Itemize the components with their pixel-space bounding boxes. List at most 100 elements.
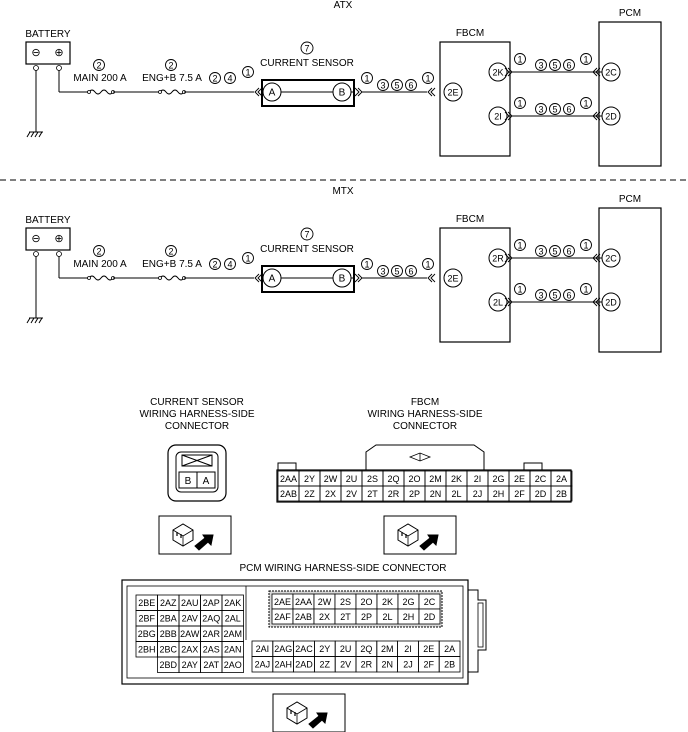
atx-wire-a-end-ring <box>242 66 254 78</box>
atx-plug <box>504 111 510 121</box>
pcm-pin-2AT: 2AT <box>203 660 219 670</box>
mtx-sensor-num: 7 <box>304 229 309 239</box>
fbcm-pin-2D: 2D <box>535 489 547 499</box>
atx-sensor-num: 7 <box>304 43 309 53</box>
mtx-wire-1-1: 3 <box>538 290 543 300</box>
fbcm-view-icon-plug-body <box>397 523 419 547</box>
atx-wire-b-end: 1 <box>425 73 430 83</box>
atx-plug <box>504 67 510 77</box>
atx-wire-b-start: 1 <box>364 73 369 83</box>
fbcm-pin-2N: 2N <box>430 489 442 499</box>
atx-plug <box>592 67 598 77</box>
mtx-plug <box>254 273 260 283</box>
pcm-pin-2J: 2J <box>403 660 413 670</box>
ground-hatch <box>30 131 35 138</box>
atx-pcm-pin-1: 2D <box>605 112 617 122</box>
atx-wire-b-2-ring <box>405 79 417 91</box>
atx-wire-1-2: 5 <box>552 104 557 114</box>
mtx-sensor-num-ring <box>300 227 314 241</box>
mtx-battery-term <box>33 251 39 257</box>
atx-wire-b-start-ring <box>361 72 373 84</box>
atx-wire-1-4: 1 <box>583 98 588 108</box>
pcm-pin-2BE: 2BE <box>138 598 155 608</box>
atx-fbcm-label: FBCM <box>456 28 484 39</box>
cs-connector-body <box>167 444 227 502</box>
mtx-fuse1-end <box>87 276 91 280</box>
ground-hatch <box>30 317 35 324</box>
cs-view-icon-plug-edge <box>172 529 194 546</box>
atx-fuse2-label: ENG+B 7.5 A <box>142 73 202 84</box>
cs-connector-title-0: CURRENT SENSOR <box>150 397 244 408</box>
atx-fbcm-box <box>439 41 511 157</box>
atx-wire-0-4-ring <box>580 53 592 65</box>
pcm-pin-2H: 2H <box>403 612 415 622</box>
atx-wire-1-3: 6 <box>566 104 571 114</box>
mtx-wire-b-0-ring <box>377 265 389 277</box>
fbcm-view-icon-plug-pins <box>401 532 407 538</box>
atx-battery-term <box>33 65 39 71</box>
atx-plug <box>592 111 598 121</box>
atx-title: ATX <box>334 0 353 11</box>
atx-plug <box>430 87 436 97</box>
pcm-view-icon-plug-pins <box>290 710 296 716</box>
mtx-battery <box>25 227 71 251</box>
mtx-fbcm-box <box>439 227 511 343</box>
mtx-sensor-box <box>261 265 355 293</box>
cs-view-icon-arrow <box>194 534 214 551</box>
atx-wire-1-4-ring <box>580 97 592 109</box>
atx-wire-a-1-ring <box>224 72 236 84</box>
atx-fbcm-out-ring <box>488 106 508 126</box>
mtx-fbcm-in-ring <box>443 268 463 288</box>
mtx-pcm-pin-1: 2D <box>605 298 617 308</box>
pcm-pin-2AI: 2AI <box>256 644 270 654</box>
mtx-wire-1-0-ring <box>514 283 526 295</box>
mtx-wire-0-2-ring <box>549 245 561 257</box>
pcm-pin-2AO: 2AO <box>224 660 242 670</box>
mtx-wire-a-1: 4 <box>227 259 232 269</box>
atx-fbcm-out-0: 2K <box>492 68 503 78</box>
atx-wire-0-1: 3 <box>538 60 543 70</box>
mtx-wire-b-2-ring <box>405 265 417 277</box>
pcm-pin-2AM: 2AM <box>223 629 242 639</box>
atx-wire-0-3-ring <box>563 59 575 71</box>
atx-plug <box>254 87 260 97</box>
mtx-pin-a-ring <box>262 268 282 288</box>
atx-plug <box>427 87 433 97</box>
fbcm-pin-2C: 2C <box>535 474 547 484</box>
mtx-plug <box>504 297 510 307</box>
fbcm-connector-key <box>277 462 543 470</box>
pcm-pin-2AZ: 2AZ <box>160 598 177 608</box>
pcm-pin-2Q: 2Q <box>360 644 372 654</box>
atx-wire-b-1: 5 <box>394 80 399 90</box>
pcm-pin-2AY: 2AY <box>182 660 198 670</box>
mtx-wire-a-1-ring <box>224 258 236 270</box>
pcm-pin-2X: 2X <box>319 612 330 622</box>
pcm-pin-2M: 2M <box>381 644 394 654</box>
pcm-pin-2AH: 2AH <box>274 660 292 670</box>
atx-sensor-num-ring <box>300 41 314 55</box>
atx-fuse2-num-ring <box>165 59 177 71</box>
mtx-fuse2-end <box>158 276 162 280</box>
atx-pcm-box <box>598 21 662 167</box>
fbcm-pin-2R: 2R <box>388 489 400 499</box>
pcm-pin-2U: 2U <box>340 644 352 654</box>
pcm-pin-2V: 2V <box>340 660 351 670</box>
mtx-plug <box>430 273 436 283</box>
atx-sensor-box <box>261 79 355 107</box>
atx-wire-a-0: 2 <box>212 73 217 83</box>
ground-hatch <box>26 317 31 324</box>
pcm-pin-2C: 2C <box>424 597 436 607</box>
pcm-pin-2AV: 2AV <box>182 614 198 624</box>
pcm-pin-2AD: 2AD <box>295 660 313 670</box>
mtx-wire-1-4: 1 <box>583 284 588 294</box>
mtx-wire-0-2: 5 <box>552 246 557 256</box>
atx-fuse1-num: 2 <box>96 60 101 70</box>
pcm-connector-title: PCM WIRING HARNESS-SIDE CONNECTOR <box>239 563 446 574</box>
atx-pin-b-ring <box>332 82 352 102</box>
mtx-fbcm-out-1: 2L <box>493 298 503 308</box>
pcm-pin-2AE: 2AE <box>274 597 291 607</box>
fbcm-connector-title-0: FBCM <box>411 397 439 408</box>
mtx-fuse1-num: 2 <box>96 246 101 256</box>
mtx-wire-b-2: 6 <box>408 266 413 276</box>
